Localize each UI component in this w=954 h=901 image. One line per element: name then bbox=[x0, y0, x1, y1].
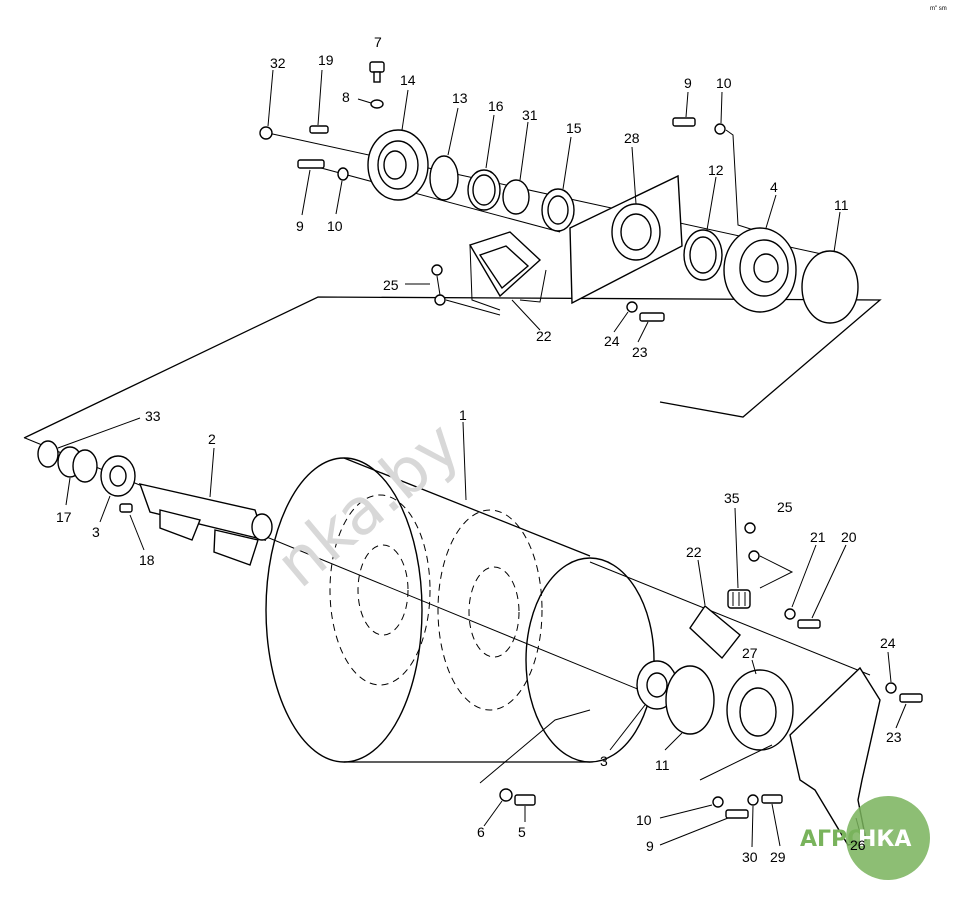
callout-3-bottom: 3 bbox=[600, 753, 608, 769]
callout-15: 15 bbox=[566, 120, 582, 136]
callout-25-top: 25 bbox=[383, 277, 399, 293]
bearing-15 bbox=[541, 136, 575, 232]
callout-31: 31 bbox=[522, 107, 538, 123]
callout-28: 28 bbox=[624, 130, 640, 146]
washer-30 bbox=[747, 794, 759, 848]
ring-16 bbox=[467, 114, 501, 211]
callout-6: 6 bbox=[477, 824, 485, 840]
bracket-22-top bbox=[468, 231, 547, 331]
bolt-9-bottom bbox=[659, 809, 749, 846]
callout-14: 14 bbox=[400, 72, 416, 88]
bearing-housing-14 bbox=[367, 89, 429, 201]
callout-2: 2 bbox=[208, 431, 216, 447]
callout-23-bottom: 23 bbox=[886, 729, 902, 745]
callout-11-bottom: 11 bbox=[655, 757, 670, 773]
callout-21: 21 bbox=[810, 529, 826, 545]
callout-5: 5 bbox=[518, 824, 526, 840]
ring-12 bbox=[683, 176, 723, 281]
callout-35: 35 bbox=[724, 490, 740, 506]
callout-26: 26 bbox=[850, 837, 866, 853]
washer-21 bbox=[784, 544, 817, 620]
callout-9-left: 9 bbox=[296, 218, 304, 234]
spring-35 bbox=[727, 507, 751, 609]
collar-33 bbox=[37, 417, 141, 468]
bolt-25-bottom bbox=[744, 522, 794, 589]
bracket-22-bottom bbox=[689, 559, 741, 660]
callout-3-left: 3 bbox=[92, 524, 100, 540]
drum-1 bbox=[265, 421, 655, 763]
callout-13: 13 bbox=[452, 90, 468, 106]
washer-10-bottom bbox=[659, 796, 724, 819]
nut-32 bbox=[259, 69, 274, 140]
key-18 bbox=[119, 503, 145, 551]
agro-nka-logo: АГРО НКА bbox=[800, 796, 930, 880]
callout-27: 27 bbox=[742, 645, 758, 661]
bolt-20 bbox=[797, 544, 847, 629]
bolt-9-top bbox=[672, 91, 696, 127]
callout-4: 4 bbox=[770, 179, 778, 195]
callout-30: 30 bbox=[742, 849, 758, 865]
callout-10-bottom: 10 bbox=[636, 812, 652, 828]
bolt-25-top bbox=[405, 264, 501, 316]
washer-10-top bbox=[714, 91, 761, 233]
drum-assembly bbox=[24, 417, 923, 848]
logo-left-text: АГРО bbox=[800, 827, 866, 852]
bolt-23-bottom bbox=[885, 651, 923, 729]
callout-10-top: 10 bbox=[716, 75, 732, 91]
callout-10-left: 10 bbox=[327, 218, 343, 234]
callout-22-bottom: 22 bbox=[686, 544, 702, 560]
callout-1: 1 bbox=[459, 407, 467, 423]
callout-29: 29 bbox=[770, 849, 786, 865]
ring-11-bottom bbox=[664, 665, 715, 751]
corner-mark: m" sm bbox=[930, 6, 947, 12]
callout-labels: 7 19 32 14 8 13 16 31 15 28 9 10 12 4 11… bbox=[56, 34, 902, 865]
callout-33: 33 bbox=[145, 408, 161, 424]
upper-assembly bbox=[23, 61, 882, 439]
flange-27 bbox=[699, 659, 794, 781]
callout-23-top: 23 bbox=[632, 344, 648, 360]
washer-10-left bbox=[335, 167, 349, 215]
callout-12: 12 bbox=[708, 162, 724, 178]
washer-6 bbox=[483, 788, 513, 827]
mounting-plate-28 bbox=[569, 146, 683, 305]
bolt-7 bbox=[369, 61, 385, 83]
callout-18: 18 bbox=[139, 552, 155, 568]
callout-16: 16 bbox=[488, 98, 504, 114]
callout-32: 32 bbox=[270, 55, 286, 71]
callout-24-top: 24 bbox=[604, 333, 620, 349]
callout-9-top: 9 bbox=[684, 75, 692, 91]
bolt-19 bbox=[309, 69, 329, 134]
callout-8: 8 bbox=[342, 89, 350, 105]
bearing-flange-4 bbox=[723, 194, 797, 313]
callout-22-top: 22 bbox=[536, 328, 552, 344]
bushing-17 bbox=[57, 446, 98, 506]
logo-right-text: НКА bbox=[858, 827, 911, 852]
bolt-5 bbox=[514, 794, 536, 822]
bearing-3-left bbox=[99, 455, 136, 523]
ring-11-top bbox=[801, 211, 859, 324]
callout-24-bottom: 24 bbox=[880, 635, 896, 651]
washer-8 bbox=[357, 98, 384, 109]
callout-7: 7 bbox=[374, 34, 382, 50]
shaft-2 bbox=[138, 447, 273, 566]
bolt-23-top bbox=[613, 301, 665, 343]
callout-19: 19 bbox=[318, 52, 334, 68]
callout-20: 20 bbox=[841, 529, 857, 545]
bolt-9-left bbox=[297, 159, 325, 216]
bolt-29 bbox=[761, 794, 783, 847]
ring-13 bbox=[429, 107, 459, 201]
callout-25-bottom: 25 bbox=[777, 499, 793, 515]
callout-11-top: 11 bbox=[834, 197, 849, 213]
callout-9-bottom: 9 bbox=[646, 838, 654, 854]
callout-17: 17 bbox=[56, 509, 72, 525]
ring-31 bbox=[502, 121, 530, 215]
